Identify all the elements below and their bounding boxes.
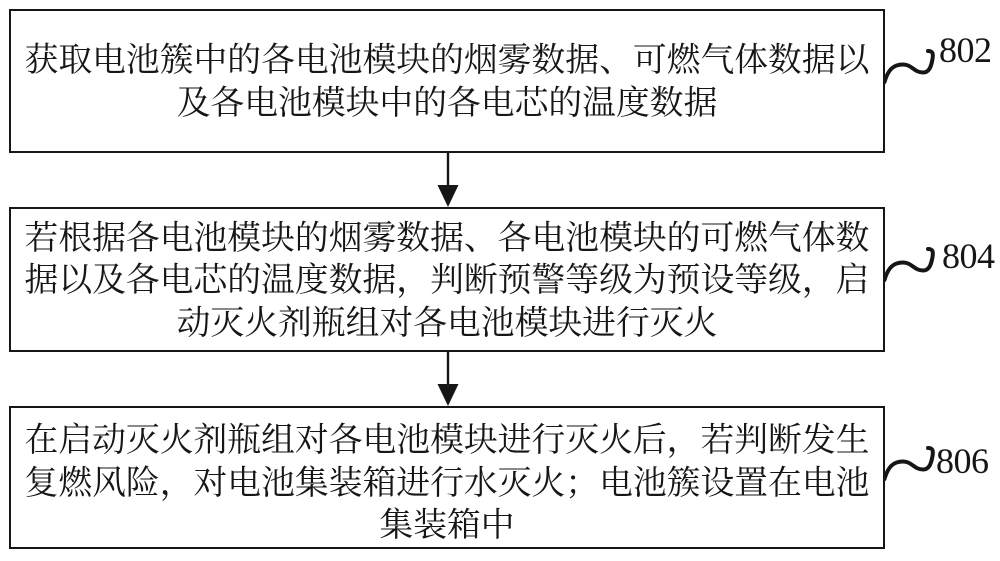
step-804-line-3: 动灭火剂瓶组对各电池模块进行灭火: [176, 294, 718, 344]
step-804-line-1: 若根据各电池模块的烟雾数据、各电池模块的可燃气体数: [24, 209, 870, 259]
step-806-line-2: 复燃风险，对电池集装箱进行水灭火；电池簇设置在电池: [24, 454, 870, 504]
reference-number-802: 802: [939, 29, 992, 70]
step-806-line-3: 集装箱中: [379, 497, 515, 547]
flow-step-box-802: 获取电池簇中的各电池模块的烟雾数据、可燃气体数据以 及各电池模块中的各电芯的温度…: [9, 9, 885, 153]
reference-number-804: 804: [942, 235, 995, 276]
step-806-line-1: 在启动灭火剂瓶组对各电池模块进行灭火后，若判断发生: [24, 412, 870, 462]
reference-squiggle-802-icon: [883, 49, 935, 84]
arrow-down-1-icon: [437, 152, 459, 207]
reference-number-806: 806: [936, 440, 989, 481]
arrow-down-2-icon: [437, 352, 459, 406]
step-802-line-1: 获取电池簇中的各电池模块的烟雾数据、可燃气体数据以: [24, 32, 870, 82]
reference-squiggle-804-icon: [883, 247, 935, 282]
step-804-line-2: 据以及各电芯的温度数据，判断预警等级为预设等级，启: [24, 252, 870, 302]
reference-squiggle-806-icon: [883, 446, 935, 481]
flow-step-box-804: 若根据各电池模块的烟雾数据、各电池模块的可燃气体数 据以及各电芯的温度数据，判断…: [9, 207, 885, 352]
flow-step-box-806: 在启动灭火剂瓶组对各电池模块进行灭火后，若判断发生 复燃风险，对电池集装箱进行水…: [9, 406, 885, 549]
step-802-line-2: 及各电池模块中的各电芯的温度数据: [176, 74, 718, 124]
